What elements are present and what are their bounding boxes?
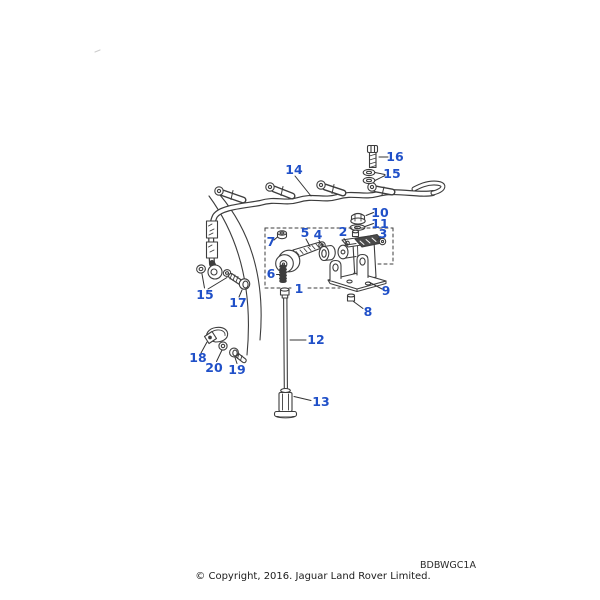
- callout-9: 9: [381, 282, 391, 298]
- drawing-code: BDBWGC1A: [420, 560, 476, 571]
- copyright-notice: © Copyright, 2016. Jaguar Land Rover Lim…: [195, 571, 431, 582]
- spring-6: [279, 264, 287, 283]
- callout-12: 12: [307, 331, 325, 347]
- bushing-4: [318, 244, 336, 262]
- clamp-18: [203, 326, 229, 345]
- bolt-19: [229, 347, 247, 364]
- callout-17: 17: [229, 294, 247, 310]
- callout-18: 18: [189, 349, 207, 365]
- bracket-9: [327, 253, 387, 292]
- callout-4: 4: [313, 226, 323, 242]
- callout-20: 20: [205, 359, 223, 375]
- harness-connector: [265, 182, 296, 200]
- callout-14: 14: [285, 161, 303, 177]
- callout-19: 19: [228, 361, 246, 377]
- harness-connector: [316, 180, 347, 197]
- nut-8: [346, 293, 356, 302]
- callout-13: 13: [312, 393, 330, 409]
- leader-lines: [200, 156, 389, 401]
- washer-pair-15-top: [362, 168, 376, 185]
- harness-connector: [214, 186, 247, 204]
- callout-7: 7: [266, 233, 276, 249]
- washer-15-left: [196, 264, 232, 277]
- harness-lead-14: [205, 180, 446, 280]
- bolt-16: [366, 144, 379, 169]
- callout-15-top: 15: [383, 165, 401, 181]
- callout-15-left: 15: [196, 286, 214, 302]
- stray-mark: [94, 49, 101, 53]
- callout-10: 10: [371, 204, 389, 220]
- callout-6: 6: [266, 265, 276, 281]
- harness-connector: [367, 182, 396, 196]
- callout-5: 5: [300, 224, 310, 240]
- lever-3: [354, 233, 387, 248]
- nut-7: [276, 230, 288, 240]
- harness-eyelet-terminal: [207, 260, 223, 280]
- callout-3: 3: [378, 225, 388, 241]
- rod-12: [279, 287, 290, 389]
- callout-8: 8: [363, 303, 373, 319]
- boot-13: [273, 387, 298, 419]
- callout-11: 11: [371, 215, 389, 231]
- washer-20: [218, 341, 228, 351]
- callout-16: 16: [386, 148, 404, 164]
- cap-nut-10: [350, 212, 366, 225]
- callout-2: 2: [338, 223, 348, 239]
- bolt-17: [228, 273, 251, 290]
- callout-1: 1: [294, 280, 304, 296]
